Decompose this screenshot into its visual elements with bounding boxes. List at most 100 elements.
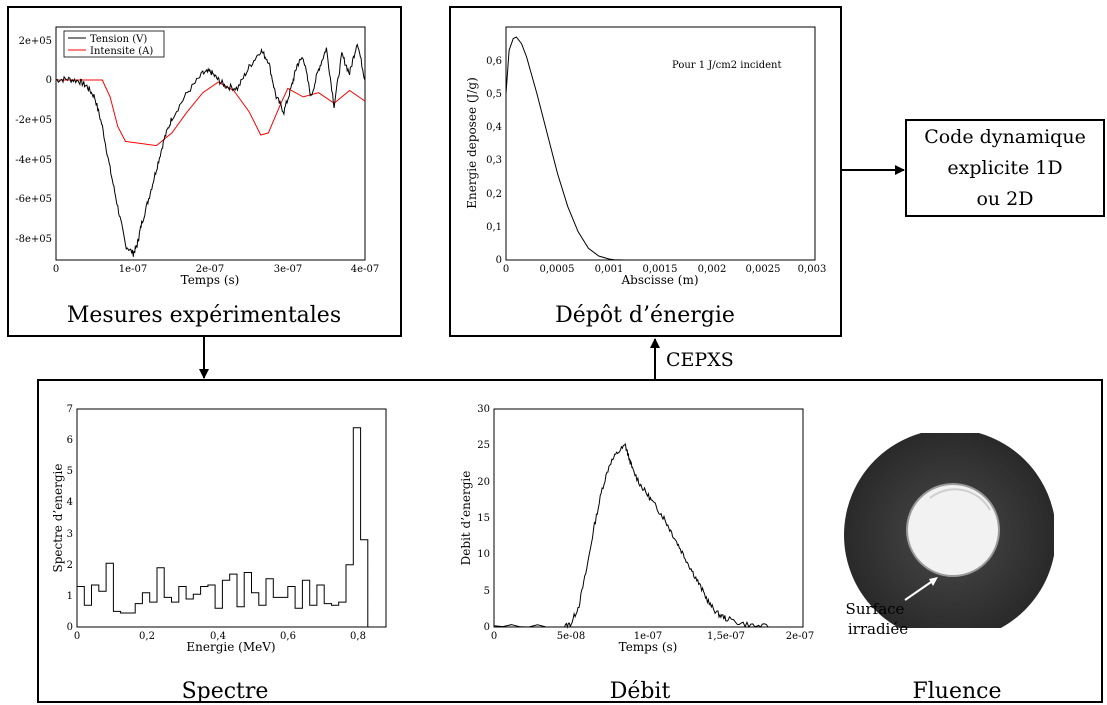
depot-xtick: 0,002	[698, 264, 727, 275]
debit-ylabel: Debit d’energie	[459, 471, 473, 566]
spectre-yticks: 0 1 2 3 4 5 6 7	[67, 404, 73, 633]
depot-caption: Dépôt d’énergie	[555, 303, 735, 328]
debit-ytick: 30	[477, 404, 490, 415]
depot-ytick: 0,5	[486, 89, 502, 100]
debit-ytick: 0	[484, 622, 490, 633]
debit-xtick: 1,5e-07	[707, 631, 745, 642]
spectre-ytick: 1	[67, 591, 73, 602]
debit-caption: Débit	[610, 679, 671, 704]
mesures-legend: Tension (V) Intensite (A)	[63, 30, 165, 58]
depot-xtick: 0,001	[595, 264, 624, 275]
debit-xticks: 0 5e-08 1e-07 1,5e-07 2e-07	[491, 631, 814, 642]
debit-yticks: 0 5 10 15 20 25 30	[477, 404, 490, 633]
fluence-photo-label-2: irradiée	[848, 620, 908, 638]
spectre-xtick: 0,6	[280, 631, 296, 642]
depot-xtick: 0,003	[798, 264, 827, 275]
mesures-ytick: -6e+05	[15, 194, 52, 205]
spectre-ytick: 0	[67, 622, 73, 633]
mesures-yticks: 2e+05 0 -2e+05 -4e+05 -6e+05 -8e+05	[15, 36, 52, 245]
spectre-xlabel: Energie (MeV)	[186, 640, 275, 654]
depot-xtick: 0,0015	[643, 264, 678, 275]
code-box	[905, 119, 1105, 217]
debit-xtick: 5e-08	[557, 631, 585, 642]
spectre-xtick: 0,2	[139, 631, 155, 642]
depot-plot-frame	[505, 26, 816, 261]
debit-ytick: 10	[477, 549, 490, 560]
mesures-panel	[7, 6, 402, 337]
mesures-ytick: -8e+05	[15, 234, 52, 245]
fluence-irradiated-area	[906, 483, 1000, 577]
mesures-xtick: 1e-07	[119, 264, 147, 275]
fluence-pointer-arrowhead	[929, 577, 938, 586]
mesures-xticks: 0 1e-07 2e-07 3e-07 4e-07	[53, 264, 379, 275]
mesures-xtick: 0	[53, 264, 59, 275]
depot-ytick: 0,6	[486, 56, 502, 67]
debit-xtick: 0	[491, 631, 497, 642]
spectre-xtick: 0,8	[350, 631, 366, 642]
spectre-ylabel: Spectre d’energie	[51, 464, 65, 573]
depot-xtick: 0,0005	[540, 264, 575, 275]
debit-ytick: 20	[477, 477, 490, 488]
depot-xtick: 0	[503, 264, 509, 275]
fluence-photo-label-1: Surface	[846, 600, 905, 618]
debit-ytick: 25	[477, 440, 490, 451]
spectre-ytick: 3	[67, 529, 73, 540]
spectre-histogram-step	[76, 427, 369, 627]
lower-panel	[37, 379, 1103, 703]
depot-annotation: Pour 1 J/cm2 incident	[672, 60, 782, 71]
legend-label-intensite: Intensite (A)	[90, 46, 153, 57]
code-line-3: ou 2D	[976, 188, 1033, 210]
mesures-ytick: 0	[46, 75, 52, 86]
fluence-caption: Fluence	[913, 679, 1002, 704]
code-line-2: explicite 1D	[947, 157, 1062, 179]
mesures-ytick: 2e+05	[19, 36, 52, 47]
depot-ytick: 0,4	[486, 122, 502, 133]
code-line-1: Code dynamique	[924, 126, 1086, 148]
mesures-plot-frame	[55, 26, 366, 261]
depot-ytick: 0,1	[486, 222, 502, 233]
fluence-photo	[840, 433, 1054, 628]
spectre-ytick: 2	[67, 560, 73, 571]
depot-ylabel: Energie deposee (J/g)	[465, 77, 479, 209]
mesures-ytick: -2e+05	[15, 115, 52, 126]
depot-panel	[449, 6, 842, 337]
series-tension-line	[55, 43, 366, 257]
depot-yticks: 0 0,1 0,2 0,3 0,4 0,5 0,6	[486, 56, 502, 266]
depot-ytick: 0,3	[486, 155, 502, 166]
depot-xtick: 0,0025	[746, 264, 781, 275]
mesures-xlabel: Temps (s)	[181, 273, 240, 287]
cepxs-label: CEPXS	[666, 349, 734, 371]
series-depot-line	[505, 36, 625, 261]
mesures-legend-box	[63, 30, 165, 58]
mesures-ytick: -4e+05	[15, 155, 52, 166]
debit-chart: 0 5e-08 1e-07 1,5e-07 2e-07 0 5 10 15 20…	[459, 404, 814, 654]
depot-xlabel: Abscisse (m)	[620, 273, 698, 287]
debit-ytick: 5	[484, 586, 490, 597]
debit-xtick: 1e-07	[634, 631, 662, 642]
debit-xtick: 2e-07	[786, 631, 814, 642]
fluence-pointer-arrow	[904, 579, 935, 601]
spectre-chart: 0 0,2 0,4 0,6 0,8 0 1 2 3 4 5 6 7 Energi…	[51, 404, 387, 654]
spectre-ytick: 5	[67, 466, 73, 477]
mesures-xtick: 2e-07	[196, 264, 224, 275]
debit-plot-frame	[493, 408, 804, 628]
series-debit-line	[493, 442, 773, 629]
legend-label-tension: Tension (V)	[90, 34, 147, 45]
spectre-caption: Spectre	[182, 679, 269, 704]
depot-ytick: 0,2	[486, 189, 502, 200]
debit-ytick: 15	[477, 513, 490, 524]
mesures-caption: Mesures expérimentales	[67, 303, 341, 328]
depot-chart: 0 0,0005 0,001 0,0015 0,002 0,0025 0,003…	[465, 26, 827, 287]
spectre-xticks: 0 0,2 0,4 0,6 0,8	[74, 631, 366, 642]
mesures-chart: 0 1e-07 2e-07 3e-07 4e-07 2e+05 0 -2e+05…	[15, 26, 379, 287]
depot-ytick: 0	[496, 255, 502, 266]
spectre-xtick: 0,4	[210, 631, 226, 642]
spectre-plot-frame	[76, 408, 387, 628]
spectre-ytick: 6	[67, 435, 73, 446]
debit-xlabel: Temps (s)	[619, 640, 678, 654]
spectre-ytick: 4	[67, 497, 73, 508]
mesures-xtick: 3e-07	[274, 264, 302, 275]
series-intensite-line	[56, 79, 366, 147]
spectre-xtick: 0	[74, 631, 80, 642]
